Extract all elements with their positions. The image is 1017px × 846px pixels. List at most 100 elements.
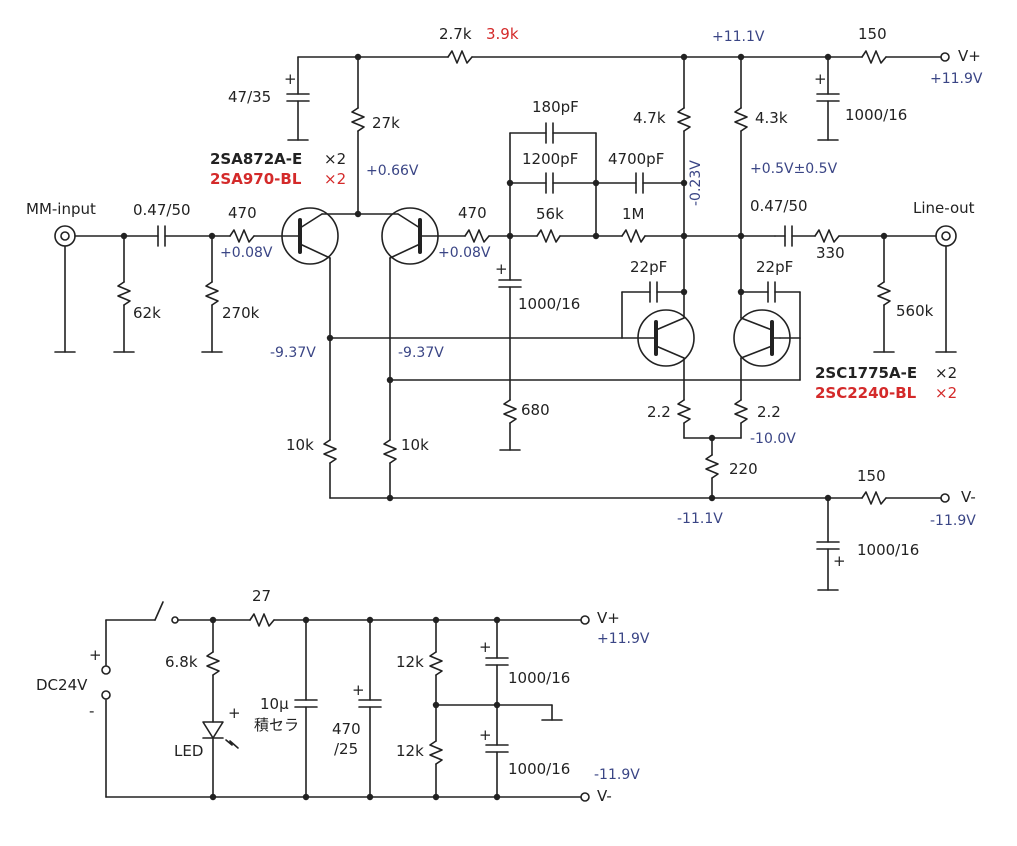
- label-10k-a: 10k: [286, 436, 314, 454]
- label-dc-plus: +: [89, 646, 102, 664]
- label-22pf-a: 22pF: [630, 258, 668, 276]
- label-470: 470: [332, 720, 361, 738]
- label-470-25: /25: [334, 740, 359, 758]
- label-psu-vplus: V+: [597, 609, 620, 627]
- label-1200pf: 1200pF: [522, 150, 579, 168]
- plus-47: +: [284, 70, 297, 88]
- label-1000-fb: 1000/16: [518, 295, 581, 313]
- label-62k: 62k: [133, 304, 161, 322]
- label-psu-vminus-volt: -11.9V: [594, 767, 640, 783]
- label-680: 680: [521, 401, 550, 419]
- pnp-transistor-left: [281, 207, 359, 441]
- psu-junction-dots: [209, 616, 501, 801]
- label-12k-a: 12k: [396, 653, 424, 671]
- label-3k9: 3.9k: [486, 25, 519, 43]
- label-111v: -11.1V: [677, 511, 723, 527]
- label-10u: 10μ: [260, 695, 289, 713]
- resistor-560k: [873, 235, 895, 353]
- capacitor-1000-16-positive: [816, 56, 840, 141]
- label-1000-neg: 1000/16: [857, 541, 920, 559]
- label-pnp-part: 2SA872A-E: [210, 150, 303, 168]
- label-4k7: 4.7k: [633, 109, 666, 127]
- positive-supply-line: [297, 50, 950, 64]
- label-56k: 56k: [536, 205, 564, 223]
- label-150-bottom: 150: [857, 467, 886, 485]
- label-mm-input: MM-input: [26, 200, 96, 218]
- label-937v-a: -9.37V: [270, 345, 316, 361]
- resistor-10k-left: [323, 439, 337, 499]
- label-470-in: 470: [228, 204, 257, 222]
- pnp-transistor-right: [357, 207, 466, 441]
- negative-supply-line: [329, 491, 950, 505]
- label-22-a: 2.2: [647, 403, 671, 421]
- input-signal-path: [74, 225, 283, 247]
- label-led-plus: +: [228, 704, 241, 722]
- label-05v: +0.5V±0.5V: [750, 161, 838, 177]
- label-cin: 0.47/50: [133, 201, 191, 219]
- label-22pf-b: 22pF: [756, 258, 794, 276]
- output-path: [774, 225, 937, 247]
- label-47-35: 47/35: [228, 88, 272, 106]
- label-1000-top: 1000/16: [845, 106, 908, 124]
- plus-1000-neg: +: [833, 552, 846, 570]
- label-470-b: 470: [458, 204, 487, 222]
- resistor-10k-right: [383, 439, 397, 499]
- label-vplus-volt: +11.9V: [930, 71, 983, 87]
- label-12k-b: 12k: [396, 742, 424, 760]
- label-10u-type: 積セラ: [254, 716, 300, 734]
- bias-wires: [329, 337, 801, 381]
- psu-led-branch: [202, 619, 239, 798]
- resistor-270k: [201, 235, 223, 353]
- plus-1000-fb: +: [495, 260, 508, 278]
- label-1000-pb: 1000/16: [508, 760, 571, 778]
- label-psu-vminus: V-: [597, 787, 612, 805]
- label-vminus: V-: [961, 488, 976, 506]
- label-10k-b: 10k: [401, 436, 429, 454]
- emitter-resistors: [677, 399, 748, 499]
- label-008v-b: +0.08V: [438, 245, 491, 261]
- resistor-470-second: [464, 229, 776, 243]
- plus-470: +: [352, 681, 365, 699]
- label-11-1v: +11.1V: [712, 29, 765, 45]
- label-2k7: 2.7k: [439, 25, 472, 43]
- label-pnp-alt-x2: ×2: [324, 170, 347, 188]
- label-pnp-alt: 2SA970-BL: [210, 170, 302, 188]
- label-6k8: 6.8k: [165, 653, 198, 671]
- label-1m: 1M: [622, 205, 645, 223]
- label-led: LED: [174, 742, 204, 760]
- compensation-cap-left: [621, 281, 685, 339]
- label-560k: 560k: [896, 302, 934, 320]
- label-psu-vplus-volt: +11.9V: [597, 631, 650, 647]
- resistor-4k7: [677, 56, 691, 319]
- label-066v: +0.66V: [366, 163, 419, 179]
- resistor-62k: [113, 235, 135, 353]
- label-dc-minus: -: [89, 702, 95, 720]
- plus-1000-pa: +: [479, 638, 492, 656]
- npn-transistor-right: [733, 309, 791, 401]
- label-vminus-volt: -11.9V: [930, 513, 976, 529]
- label-27k: 27k: [372, 114, 400, 132]
- psu-bottom-rail: [105, 792, 590, 802]
- label-180pf: 180pF: [532, 98, 579, 116]
- label-330: 330: [816, 244, 845, 262]
- psu-dc-input: [101, 619, 111, 798]
- label-4700pf: 4700pF: [608, 150, 665, 168]
- label-npn-alt: 2SC2240-BL: [815, 384, 917, 402]
- plus-1000-pb: +: [479, 726, 492, 744]
- label-dc24v: DC24V: [36, 676, 88, 694]
- label-pnp-x2: ×2: [324, 150, 347, 168]
- junction-dots: [120, 53, 888, 502]
- label-220: 220: [729, 460, 758, 478]
- label-npn-part: 2SC1775A-E: [815, 364, 918, 382]
- feedback-ground-branch: [498, 235, 522, 451]
- label-4k3: 4.3k: [755, 109, 788, 127]
- line-out-jack: [935, 225, 957, 353]
- label-cout: 0.47/50: [750, 197, 808, 215]
- label-150-top: 150: [858, 25, 887, 43]
- capacitor-47-35: [286, 56, 310, 141]
- label-vplus: V+: [958, 47, 981, 65]
- label-1000-pa: 1000/16: [508, 669, 571, 687]
- psu-cap-470: [358, 619, 382, 798]
- psu-top-rail: [105, 601, 590, 627]
